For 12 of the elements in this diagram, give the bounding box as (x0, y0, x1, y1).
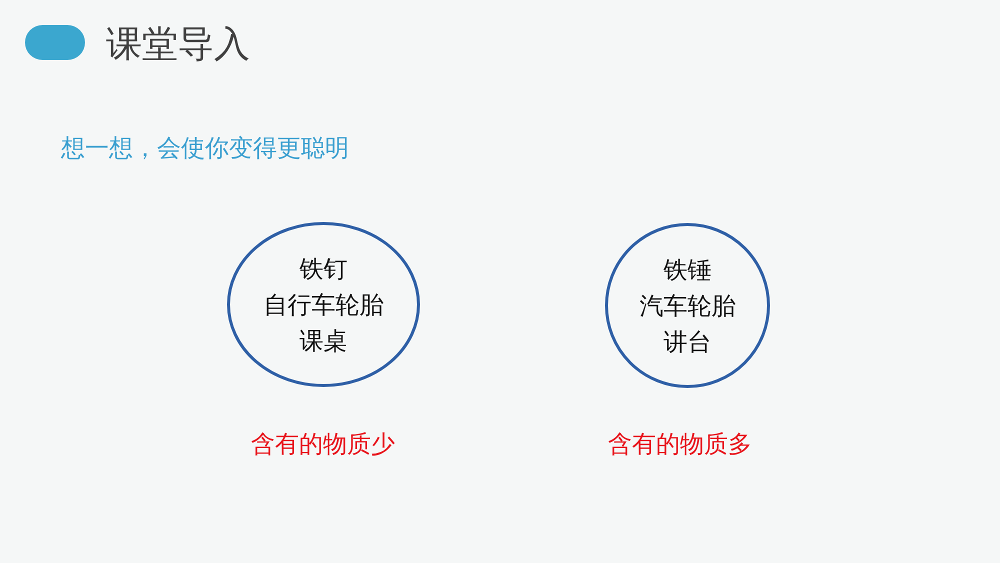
item-text: 铁钉 (300, 254, 348, 284)
oval-node (605, 223, 770, 388)
subtitle-text: 想一想，会使你变得更聪明 (61, 134, 349, 162)
item-text: 自行车轮胎 (264, 290, 384, 320)
item-text: 讲台 (664, 326, 712, 358)
item-text: 铁锤 (664, 254, 712, 286)
caption-text: 含有的物质多 (608, 430, 752, 458)
caption-text: 含有的物质少 (251, 430, 395, 458)
slide-title: 课堂导入 (106, 24, 250, 66)
oval-node (227, 222, 420, 387)
item-text: 汽车轮胎 (640, 290, 736, 322)
item-text: 课桌 (300, 326, 348, 356)
